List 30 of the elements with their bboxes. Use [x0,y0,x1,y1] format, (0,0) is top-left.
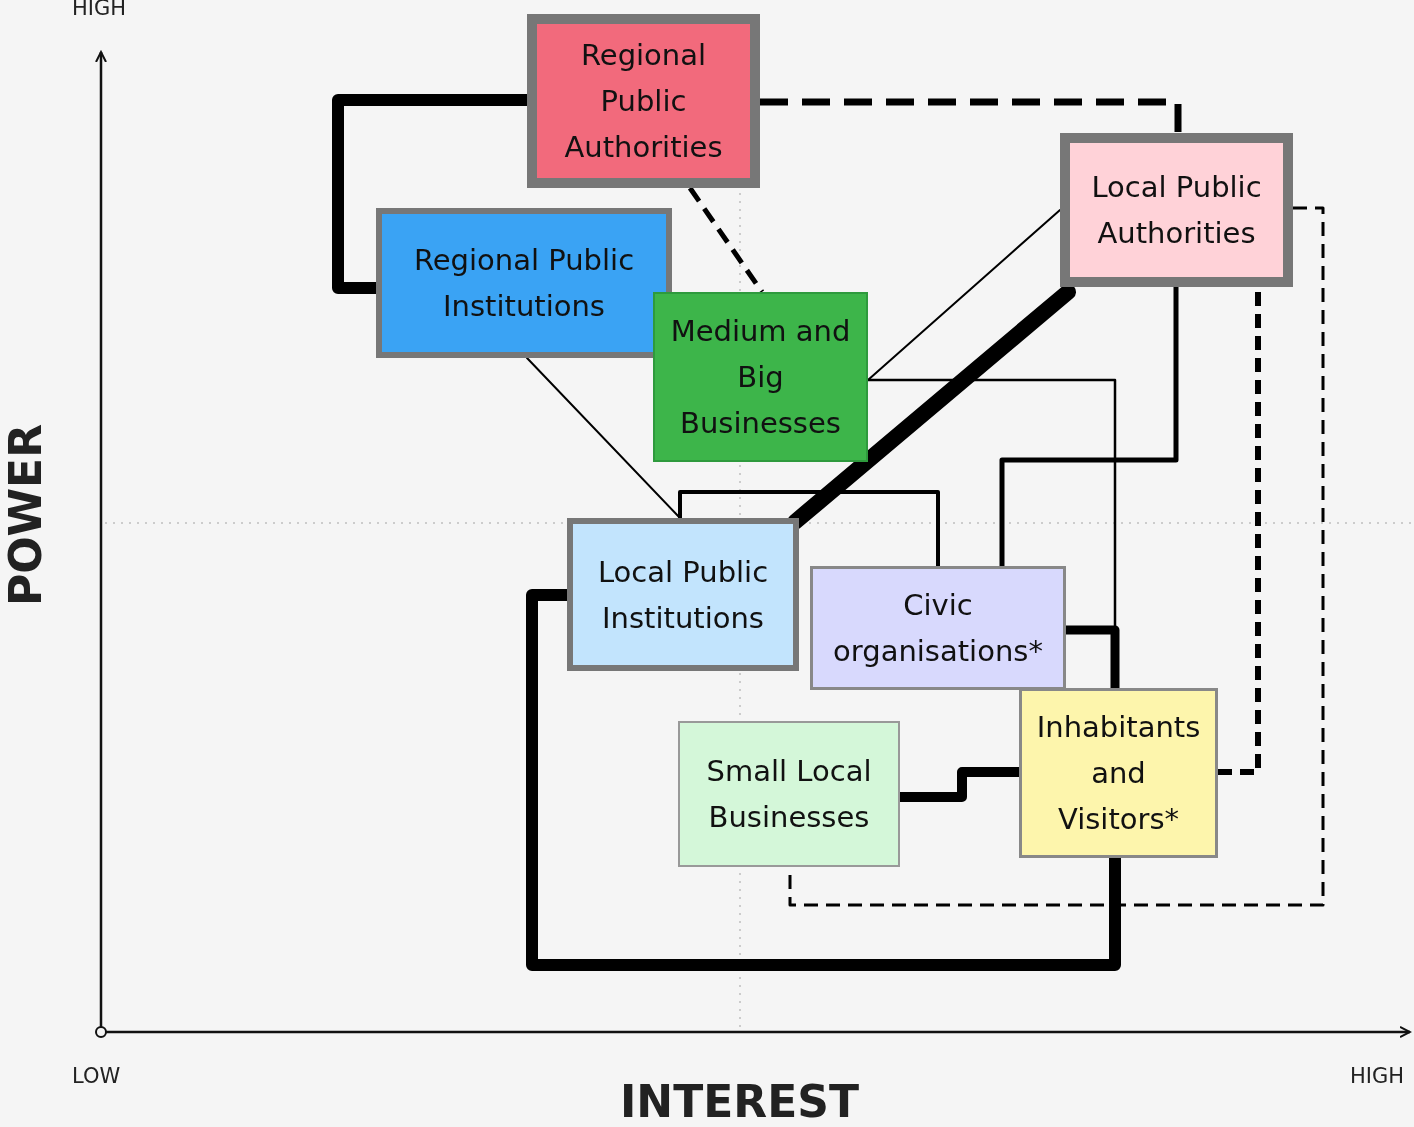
stakeholder-box [1019,688,1218,858]
connector-line [678,490,940,568]
stakeholder-label: Local Public Institutions [596,553,770,637]
axis-title: POWER [0,423,51,607]
stakeholder-label: Inhabitants and Visitors* [1035,709,1202,838]
dashed-connector-line [760,98,1182,133]
connector-line [526,357,681,519]
stakeholder-label: Medium and Big Businesses [669,313,852,442]
stakeholder-box [653,292,868,462]
stakeholder-box [1060,133,1293,287]
stakeholder-label: Small Local Businesses [705,753,873,836]
dashed-connector-line [1218,292,1261,775]
stakeholder-label: Local Public Authorities [1090,169,1263,252]
stakeholder-box [567,518,799,671]
axis-label: HIGH [72,0,127,20]
stakeholder-box [527,14,760,188]
dashed-connector-line [788,206,1325,907]
dashed-connector-line [687,186,765,294]
axis-label: LOW [72,1064,121,1088]
stakeholder-box [376,208,672,358]
stakeholder-label: Civic organisations* [832,587,1044,670]
thick-connector-line [526,589,1121,971]
stakeholder-box [678,721,900,867]
axis-title: INTEREST [620,1076,859,1127]
stakeholder-box [810,566,1066,690]
connector-line [867,209,1061,381]
stakeholder-label: Regional Public Institutions [412,242,636,325]
stakeholder-label: Regional Public Authorities [563,37,724,166]
thick-connector-line [787,284,1076,530]
axis-label: HIGH [1350,1064,1405,1088]
